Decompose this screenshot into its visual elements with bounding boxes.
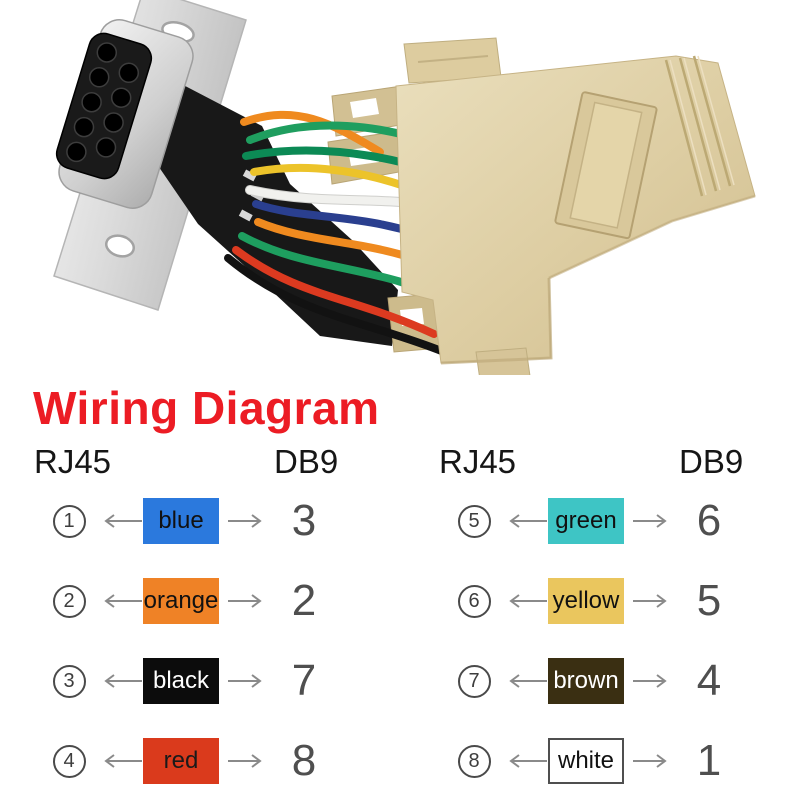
- wiring-row: 1 blue 3: [34, 481, 384, 561]
- arrow-right-icon: [228, 673, 262, 689]
- page-title: Wiring Diagram: [33, 382, 380, 434]
- arrow-right-icon: [228, 753, 262, 769]
- arrow-left-icon: [104, 753, 143, 769]
- wiring-row: 3 black 7: [34, 641, 384, 721]
- db9-pin-number: 6: [696, 496, 722, 545]
- wire-color-box: orange: [143, 578, 219, 624]
- wiring-row: 4 red 8: [34, 721, 384, 800]
- rj45-pin-circle: 3: [52, 664, 86, 698]
- wire-color-box: red: [143, 738, 219, 784]
- rj45-pin-circle: 4: [52, 744, 86, 778]
- arrow-right-icon: [633, 673, 667, 689]
- wire-red: [232, 246, 438, 338]
- wiring-column-right: RJ45 DB9 5 green 6 6 yellow 5 7 brown 4 …: [439, 435, 789, 800]
- wiring-row: 7 brown 4: [439, 641, 789, 721]
- wire-color-box: yellow: [548, 578, 624, 624]
- product-photo: [0, 0, 800, 375]
- arrow-right-icon: [228, 593, 262, 609]
- rj45-column-header: RJ45: [34, 443, 112, 480]
- arrow-left-icon: [104, 673, 143, 689]
- db9-pin-number: 5: [696, 576, 722, 625]
- arrow-right-icon: [228, 513, 262, 529]
- wiring-column-left: RJ45 DB9 1 blue 3 2 orange 2 3 black 7 4: [34, 435, 384, 800]
- wire-color-box: green: [548, 498, 624, 544]
- wire-orange-top: [240, 110, 384, 156]
- adapter-recessed-slot: [554, 91, 658, 240]
- arrow-left-icon: [509, 673, 548, 689]
- adapter-ridges: [664, 55, 735, 197]
- arrow-left-icon: [104, 513, 143, 529]
- dsub-pin-holes: [66, 42, 140, 163]
- db9-connector: [53, 0, 398, 346]
- wiring-row: 5 green 6: [439, 481, 789, 561]
- rj45-column-header: RJ45: [439, 443, 517, 480]
- rj45-pin-circle: 8: [457, 744, 491, 778]
- wiring-row: 2 orange 2: [34, 561, 384, 641]
- arrow-left-icon: [509, 593, 548, 609]
- wire-color-box: black: [143, 658, 219, 704]
- crimp-contact: [238, 209, 253, 222]
- rj45-adapter-housing: [395, 37, 756, 375]
- wire-color-box: white: [548, 738, 624, 784]
- db9-pin-number: 1: [696, 736, 722, 785]
- db9-pin-number: 3: [291, 496, 317, 545]
- wiring-diagram: RJ45 DB9 1 blue 3 2 orange 2 3 black 7 4: [0, 435, 800, 800]
- column-headers: RJ45 DB9: [34, 443, 384, 481]
- wiring-row: 6 yellow 5: [439, 561, 789, 641]
- column-headers: RJ45 DB9: [439, 443, 789, 481]
- db9-pin-number: 7: [291, 656, 317, 705]
- wire-black: [224, 254, 448, 356]
- wire-color-box: blue: [143, 498, 219, 544]
- arrow-left-icon: [509, 513, 548, 529]
- mounting-hole-bottom: [105, 234, 135, 258]
- arrow-right-icon: [633, 753, 667, 769]
- arrow-right-icon: [633, 513, 667, 529]
- rj45-pin-circle: 7: [457, 664, 491, 698]
- db9-pin-number: 4: [696, 656, 722, 705]
- arrow-left-icon: [509, 753, 548, 769]
- wire-color-box: brown: [548, 658, 624, 704]
- rj45-pin-circle: 2: [52, 584, 86, 618]
- db9-column-header: DB9: [274, 443, 339, 480]
- crimp-contact: [242, 169, 257, 182]
- adapter-photo-illustration: [53, 0, 756, 375]
- rj45-pin-circle: 6: [457, 584, 491, 618]
- db9-pin-number: 2: [291, 576, 317, 625]
- rj45-pin-circle: 1: [52, 504, 86, 538]
- arrow-right-icon: [633, 593, 667, 609]
- db9-pin-number: 8: [291, 736, 317, 785]
- rj45-pin-circle: 5: [457, 504, 491, 538]
- arrow-left-icon: [104, 593, 143, 609]
- wiring-row: 8 white 1: [439, 721, 789, 800]
- db9-column-header: DB9: [679, 443, 744, 480]
